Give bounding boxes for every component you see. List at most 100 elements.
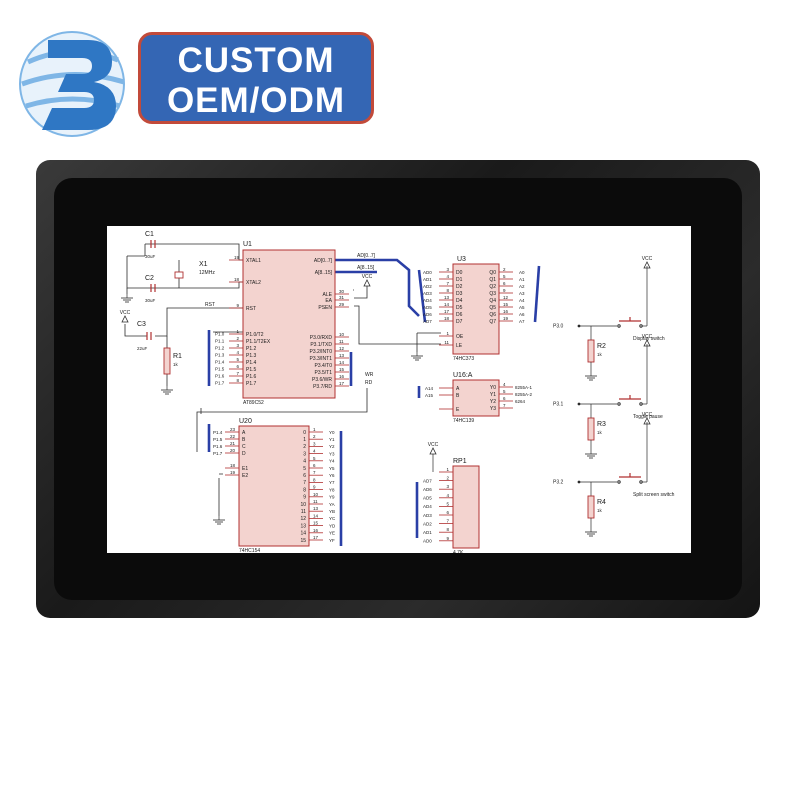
u3-output-label: Q5 [489,305,496,311]
u16-output-label: Y2 [490,399,496,405]
vcc-switch [643,261,651,269]
vcc-ea-label: VCC [362,274,373,280]
brand-logo-icon [19,31,125,137]
u20-input-num: 21 [230,441,236,446]
u20-output-num: 3 [313,441,316,446]
u3-output-label: Q4 [489,298,496,304]
rp1-pin-num: 9 [446,536,449,541]
u3-out-net-label: A5 [519,305,525,310]
u20-output-num: 15 [313,521,319,526]
u20-output-label: 4 [303,459,306,465]
u16-output-label: Y1 [490,392,496,398]
u3-output-num: 16 [503,309,509,314]
u16-output-num: 5 [503,389,506,394]
rp1-pin-num: 5 [446,501,449,506]
u20-out-net-label: YE [329,531,335,536]
crystal-x1-ref: X1 [199,261,208,268]
u20-input-label: E1 [242,466,248,472]
u3-in-net-label: AD3 [423,291,432,296]
u3-output-num: 19 [503,316,509,321]
switch-contact-left [617,402,621,406]
u1-left-pin-num: 4 [236,350,239,355]
u20-input-label: A [242,430,246,436]
chip-u1-ref: U1 [243,241,252,248]
cap-c2-value: 30uF [145,298,156,303]
u1-right-pin-label: P3.0/RXD [310,335,333,341]
u3-in-net-label: AD6 [423,312,432,317]
u20-output-num: 4 [313,449,316,454]
rp1-pin-num: 4 [446,493,449,498]
u3-output-label: Q7 [489,319,496,325]
u1-left-pin-label: XTAL2 [246,280,261,286]
resistor-r4-value: 1k [597,508,603,513]
u20-output-num: 16 [313,528,319,533]
u20-output-num: 13 [313,506,319,511]
u1-right-pin-label: A[8..15] [315,270,333,276]
rp1-net-label: AD1 [423,530,432,535]
u20-out-net-label: YB [329,509,335,514]
chip-u16 [452,379,500,417]
u1-left-pin-label: P1.5 [246,367,257,373]
resistor-pack-rp1-value: 4.7K [453,550,464,553]
u3-output-label: Q0 [489,270,496,276]
u3-out-net-label: A7 [519,319,525,324]
resistor-r1 [163,347,171,375]
u20-out-net-label: YD [329,523,336,528]
cap-c1-ref: C1 [145,231,154,238]
resistor-r3-value: 1k [597,430,603,435]
u1-left-pin-label: P1.1/T2EX [246,339,271,345]
u20-input-num: 22 [230,434,236,439]
u1-right-pin-num: 11 [339,339,344,344]
u20-out-net-label: Y7 [329,480,335,485]
u3-input-num: 18 [444,316,450,321]
u1-right-pin-label: EA [325,298,332,304]
u1-right-pin-label: PSEN [318,305,332,311]
switch-contact-right [639,402,643,406]
u1-left-pin-num: 7 [236,371,239,376]
u1-left-pin-num: 8 [236,378,239,383]
u3-input-num: 4 [446,274,449,279]
u1-right-pin-num: 12 [339,346,345,351]
chip-u20-ref: U20 [239,418,252,425]
u20-in-net-label: P1.5 [213,437,223,442]
chip-u16-part: 74HC139 [453,418,474,424]
vcc-rp1 [429,447,437,455]
rp1-net-label: AD7 [423,478,432,483]
rd-net-label: RD [365,380,373,386]
rp1-net-label: AD5 [423,496,432,501]
u20-output-num: 17 [313,535,319,540]
u3-ctrl-num: 1 [446,331,449,336]
u1-right-pin-label: P3.7/RD [313,384,332,390]
u20-output-num: 6 [313,463,316,468]
u16-input-label: A [456,386,460,392]
u1-right-pin-num: 16 [339,374,345,379]
u3-out-net-label: A6 [519,312,525,317]
rp1-net-label: AD4 [423,504,432,509]
vcc-switch [643,339,651,347]
u16-input-label: E [456,407,460,413]
rp1-net-label: AD0 [423,539,432,544]
vcc-switch-label: VCC [642,334,653,340]
u1-right-pin-label: P3.4/T0 [314,363,332,369]
u20-out-net-label: Y9 [329,495,335,500]
u3-input-num: 17 [444,309,450,314]
u3-input-label: D0 [456,270,463,276]
u20-out-net-label: YA [329,502,335,507]
u20-output-label: 13 [300,523,306,529]
switch-label: Split screen switch [633,492,675,498]
crystal-x1 [174,271,184,279]
resistor-r3 [587,417,595,441]
resistor-r3-ref: R3 [597,421,606,428]
u20-in-net-label: P1.6 [213,444,223,449]
u20-out-net-label: YC [329,516,336,521]
u20-input-label: B [242,437,246,443]
circuit-schematic: U1AT89C52XTAL119XTAL218RST9P1.0/T21P1.1/… [120,231,675,553]
rp1-pin-num: 8 [446,527,449,532]
p1-net-label: P1.2 [215,346,225,351]
vcc-rst [121,315,129,323]
resistor-pack-rp1-ref: RP1 [453,458,467,465]
u1-right-pin-num: 31 [339,295,345,300]
u20-input-label: D [242,451,246,457]
crystal-x1-value: 12MHz [199,270,215,276]
